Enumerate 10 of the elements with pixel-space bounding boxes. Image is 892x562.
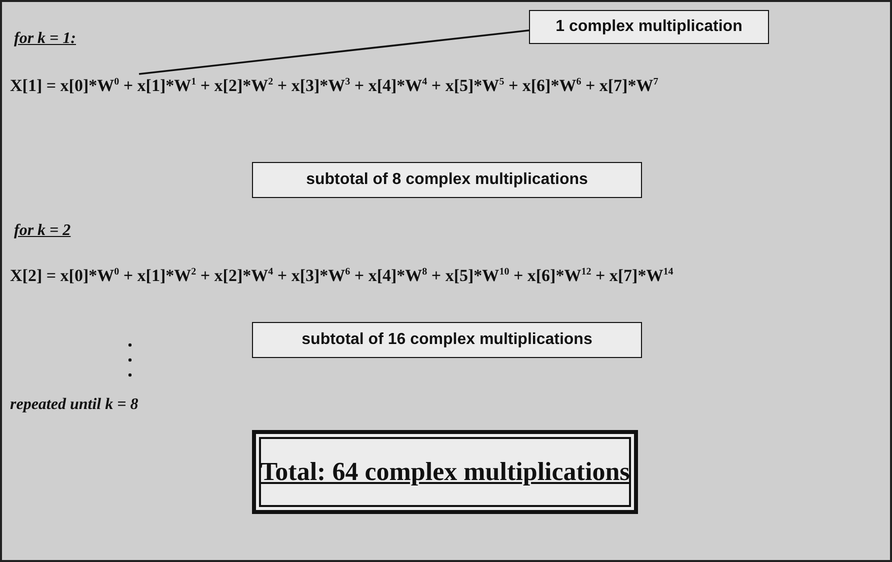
subtotal-box: subtotal of 16 complex multiplications xyxy=(252,322,642,358)
total-box: Total: 64 complex multiplications xyxy=(254,432,636,512)
callout-box: 1 complex multiplication xyxy=(529,10,769,44)
equation-text: X[2] = x[0]*W$^{0}$ + x[1]*W$^{2}$ + x[2]*W$^{4}$ + x[3]*W$^{6}$ + x[4]*W$^{8}$ + x[5]*W$^{10}$ + x[6]*W$^{12}$ + x[7]*W$^{14}$ xyxy=(10,266,674,286)
subtotal-box: subtotal of 8 complex multiplications xyxy=(252,162,642,198)
heading-text: for k = 1: xyxy=(14,30,76,48)
equation-text: X[1] = x[0]*W$^{0}$ + x[1]*W$^{1}$ + x[2]*W$^{2}$ + x[3]*W$^{3}$ + x[4]*W$^{4}$ + x[5]*W$^{5}$ + x[6]*W$^{6}$ + x[7]*W$^{7}$ xyxy=(10,76,658,96)
heading-text: for k = 2 xyxy=(14,222,71,240)
note-text: repeated until k = 8 xyxy=(10,396,138,414)
leader-line xyxy=(138,30,530,75)
